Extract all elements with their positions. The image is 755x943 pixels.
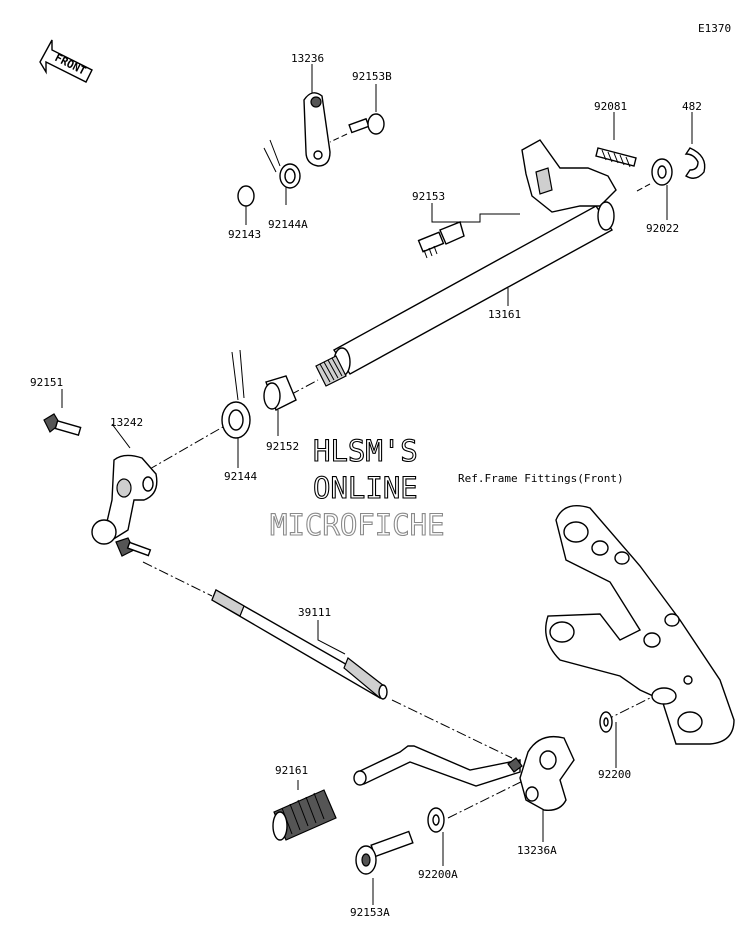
label-ref-frame-fittings[interactable]: Ref.Frame Fittings(Front) [458, 472, 624, 485]
lever-13242 [91, 454, 158, 545]
collar-92143 [237, 185, 255, 207]
watermark: HLSM'S ONLINE MICROFICHE [269, 433, 445, 542]
bolt-92153 [417, 221, 465, 259]
collar-92152 [263, 375, 297, 411]
shift-shaft-13161 [315, 139, 617, 387]
label-92161[interactable]: 92161 [275, 764, 308, 777]
shift-arm-13236 [303, 92, 331, 167]
label-92144[interactable]: 92144 [224, 470, 257, 483]
label-92153a[interactable]: 92153A [350, 906, 390, 919]
bolt-92151 [43, 413, 82, 437]
spring-92144 [221, 349, 251, 439]
circlip-482 [684, 147, 706, 179]
label-13236[interactable]: 13236 [291, 52, 324, 65]
bolt-92153b [348, 113, 385, 135]
label-92144a[interactable]: 92144A [268, 218, 308, 231]
label-92200[interactable]: 92200 [598, 768, 631, 781]
nut-bolt-lever [115, 537, 152, 557]
tie-rod-39111 [211, 588, 388, 700]
label-39111[interactable]: 39111 [298, 606, 331, 619]
watermark-line-1: HLSM'S [313, 434, 418, 468]
label-92153b[interactable]: 92153B [352, 70, 392, 83]
watermark-line-3: MICROFICHE [270, 508, 445, 542]
label-13236a[interactable]: 13236A [517, 844, 557, 857]
washer-92022 [651, 158, 673, 186]
label-13242[interactable]: 13242 [110, 416, 143, 429]
label-482[interactable]: 482 [682, 100, 702, 113]
watermark-line-2: ONLINE [313, 471, 418, 505]
label-13161[interactable]: 13161 [488, 308, 521, 321]
shift-pedal-13236a [353, 735, 575, 811]
label-92152[interactable]: 92152 [266, 440, 299, 453]
washer-92200 [599, 711, 613, 733]
frame-fitting [545, 505, 735, 745]
label-92022[interactable]: 92022 [646, 222, 679, 235]
label-92081[interactable]: 92081 [594, 100, 627, 113]
label-92200a[interactable]: 92200A [418, 868, 458, 881]
spring-92144a [263, 139, 301, 189]
diagram-code: E1370 [698, 22, 731, 35]
spring-92081 [595, 147, 637, 168]
label-92151[interactable]: 92151 [30, 376, 63, 389]
bolt-92153a [355, 830, 414, 875]
front-arrow-icon: FRONT [39, 39, 93, 83]
label-92143[interactable]: 92143 [228, 228, 261, 241]
washer-92200a [427, 807, 445, 833]
pedal-rubber-92161 [272, 789, 337, 841]
label-92153[interactable]: 92153 [412, 190, 445, 203]
